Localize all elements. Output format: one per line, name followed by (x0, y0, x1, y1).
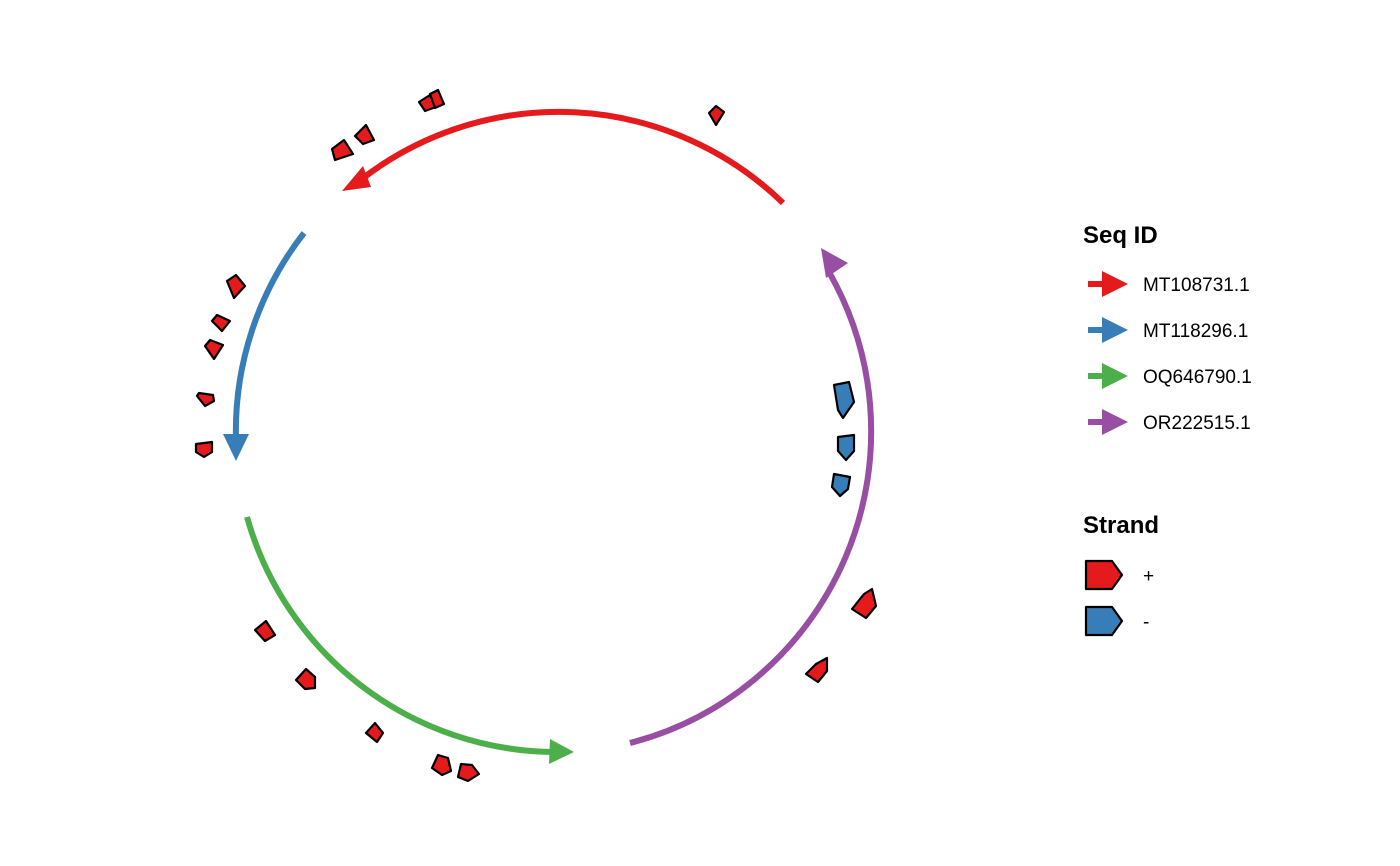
arc-arrowhead-mt108731 (342, 166, 371, 191)
legend-seq-label: OR222515.1 (1143, 413, 1251, 434)
gene-features (194, 88, 878, 783)
legend-seq-item: MT118296.1 (1088, 317, 1248, 343)
legend-strand-label: + (1143, 566, 1154, 587)
legend-strand-shape-icon (1084, 605, 1124, 637)
legend-seq-item: OR222515.1 (1088, 409, 1251, 435)
gene-feature (836, 433, 856, 462)
sequence-arcs (223, 108, 875, 764)
gene-feature (850, 587, 878, 620)
legend-arrowhead-icon (1102, 409, 1128, 435)
legend-seq-label: MT118296.1 (1143, 321, 1248, 342)
legend-arrowhead-icon (1102, 363, 1128, 389)
legend-seq-label: OQ646790.1 (1143, 367, 1252, 388)
gene-feature (832, 380, 856, 420)
gene-feature (456, 762, 481, 783)
arc-arrowhead-oq646790 (549, 739, 574, 764)
gene-feature (203, 338, 225, 361)
gene-feature (253, 619, 277, 643)
legend-arrowhead-icon (1102, 317, 1128, 343)
gene-feature (330, 138, 355, 162)
gene-feature (210, 313, 232, 333)
legend-seq-item: MT108731.1 (1088, 271, 1250, 297)
legend-strand: Strand + - (1083, 512, 1159, 637)
legend-strand-shape-icon (1084, 559, 1124, 591)
legend-seq-title: Seq ID (1083, 222, 1158, 249)
gene-feature (225, 273, 247, 300)
arc-or222515 (629, 270, 875, 746)
legend-arrowhead-icon (1102, 271, 1128, 297)
gene-feature (428, 88, 446, 110)
legend-strand-item: + (1084, 559, 1154, 591)
legend-strand-item: - (1084, 605, 1149, 637)
legend-seq-item: OQ646790.1 (1088, 363, 1252, 389)
gene-feature (195, 391, 216, 408)
gene-feature (707, 104, 726, 127)
arc-mt108731 (356, 108, 786, 206)
arc-arrowhead-or222515 (821, 248, 848, 278)
gene-feature (194, 440, 214, 459)
arc-arrowhead-mt118296 (223, 434, 249, 461)
legend-strand-label: - (1143, 612, 1149, 633)
arc-mt118296 (232, 231, 307, 441)
gene-feature (804, 656, 829, 684)
arc-oq646790 (244, 516, 553, 755)
gene-feature (430, 753, 453, 777)
legend-strand-title: Strand (1083, 512, 1159, 539)
gene-feature (353, 123, 376, 146)
gene-feature (294, 667, 317, 691)
legend-seq-id: Seq ID MT108731.1MT118296.1OQ646790.1OR2… (1083, 222, 1252, 435)
gene-feature (830, 472, 852, 498)
gene-feature (364, 721, 385, 744)
legend-seq-label: MT108731.1 (1143, 275, 1250, 296)
